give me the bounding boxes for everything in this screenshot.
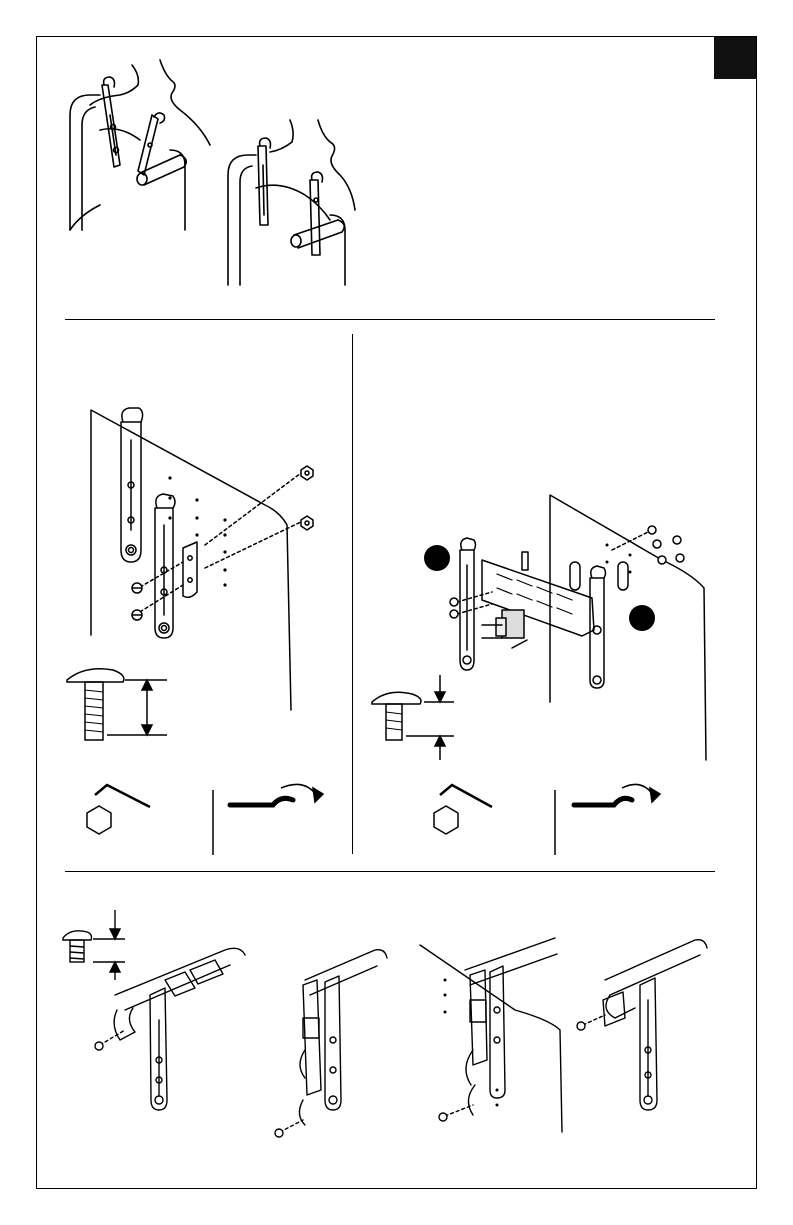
top-illustrations bbox=[60, 55, 380, 295]
bolt-dimension-detail bbox=[67, 669, 167, 740]
middle-right-panel bbox=[362, 330, 712, 860]
section-divider-top bbox=[65, 319, 715, 320]
tool-icons bbox=[87, 784, 323, 855]
crossbar-bracket-illustration bbox=[362, 330, 712, 860]
single-hook-bracket-illustration bbox=[55, 330, 355, 860]
hex-socket-icon-right bbox=[434, 806, 458, 834]
bottom-illustrations bbox=[55, 900, 725, 1140]
hook-install-illustration bbox=[60, 55, 380, 295]
hex-socket-icon bbox=[87, 806, 111, 834]
section-divider-bottom bbox=[65, 871, 715, 872]
section-tab-marker bbox=[714, 37, 756, 79]
bolt-dimension-detail-right bbox=[372, 675, 454, 760]
vertical-divider-middle bbox=[352, 334, 353, 854]
strap-clip-illustrations bbox=[55, 900, 725, 1140]
callout-marker-1 bbox=[424, 545, 450, 571]
callout-marker-2 bbox=[629, 605, 655, 631]
middle-left-panel bbox=[55, 330, 355, 860]
tool-icons-right bbox=[434, 784, 660, 855]
